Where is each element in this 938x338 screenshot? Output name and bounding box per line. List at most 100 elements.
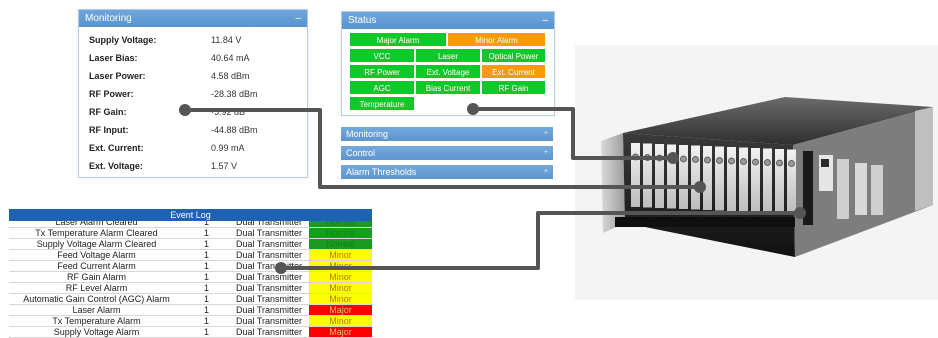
module-connector [680, 155, 687, 163]
event-source: Dual Transmitter [229, 238, 309, 250]
collapse-toggle[interactable]: – [542, 15, 548, 26]
panel-title: Control [346, 148, 376, 158]
alarm-thresholds-collapsed-panel[interactable]: Alarm Thresholds + [341, 165, 553, 179]
event-count: 1 [184, 260, 229, 272]
status-panel-header[interactable]: Status – [342, 12, 554, 29]
module-connector [656, 154, 663, 162]
chassis-module [787, 149, 796, 214]
module-connector [716, 157, 723, 164]
monitoring-label: Laser Bias: [89, 53, 138, 63]
event-severity: Major [309, 326, 372, 338]
module-connector [764, 159, 771, 166]
monitoring-value: -44.88 dBm [211, 125, 258, 135]
monitoring-collapsed-panel[interactable]: Monitoring + [341, 127, 553, 141]
status-panel: Status – Major Alarm Minor Alarm VCC Las… [341, 11, 555, 116]
event-source: Dual Transmitter [229, 282, 309, 294]
chassis-module [727, 147, 736, 211]
event-source: Dual Transmitter [229, 227, 309, 239]
monitoring-panel: Monitoring – Supply Voltage: 11.84 V Las… [78, 9, 308, 178]
chassis-module [643, 143, 652, 208]
event-name: Laser Alarm Cleared [9, 217, 184, 228]
chassis-module [691, 145, 700, 210]
monitoring-label: Supply Voltage: [89, 35, 157, 45]
collapse-toggle[interactable]: – [295, 13, 301, 24]
chassis-module [703, 146, 712, 210]
module-connector [632, 153, 639, 161]
status-cell-minor-alarm: Minor Alarm [447, 32, 546, 47]
monitoring-panel-header[interactable]: Monitoring – [79, 10, 307, 27]
control-collapsed-panel[interactable]: Control + [341, 146, 553, 160]
module-connector [704, 156, 711, 164]
expand-toggle[interactable]: + [543, 149, 548, 156]
module-connector [668, 155, 675, 162]
chassis-module [775, 149, 784, 213]
monitoring-value: 4.58 dBm [211, 71, 250, 81]
event-name: Supply Voltage Alarm [9, 326, 184, 338]
monitoring-title: Monitoring [85, 13, 132, 24]
monitoring-label: RF Gain: [89, 107, 127, 117]
event-count: 1 [184, 293, 229, 305]
module-connector [740, 158, 747, 165]
monitoring-value: 40.64 mA [211, 53, 250, 63]
chassis-module [751, 148, 760, 212]
event-severity: Minor [309, 260, 372, 272]
status-cell-ext-current: Ext. Current [481, 64, 546, 79]
status-cell-optical-power: Optical Power [481, 48, 546, 63]
event-severity: Major [309, 304, 372, 316]
event-name: Tx Temperature Alarm Cleared [9, 227, 184, 239]
status-cell-vcc: VCC [349, 48, 415, 63]
expand-toggle[interactable]: + [543, 168, 548, 175]
chassis-module [715, 146, 724, 211]
module-connector [728, 157, 735, 165]
event-log-header: Event Log [9, 209, 372, 221]
event-severity: Normal [309, 238, 372, 250]
status-cell-temperature: Temperature [349, 96, 415, 111]
monitoring-label: Ext. Current: [89, 143, 144, 153]
monitoring-label: RF Input: [89, 125, 129, 135]
event-severity: Minor [309, 293, 372, 305]
event-count: 1 [184, 217, 229, 228]
panel-title: Monitoring [346, 129, 389, 139]
event-source: Dual Transmitter [229, 293, 309, 305]
expand-toggle[interactable]: + [543, 130, 548, 137]
status-cell-bias-current: Bias Current [415, 80, 481, 95]
module-connector [788, 160, 795, 167]
event-name: Laser Alarm [9, 304, 184, 316]
event-count: 1 [184, 315, 229, 327]
event-source: Dual Transmitter [229, 271, 309, 283]
status-cell-major-alarm: Major Alarm [349, 32, 447, 47]
chassis-module [679, 145, 688, 209]
event-name: RF Gain Alarm [9, 271, 184, 283]
event-count: 1 [184, 249, 229, 261]
chassis-module [739, 147, 748, 212]
event-severity: Minor [309, 315, 372, 327]
event-count: 1 [184, 326, 229, 338]
module-connector [752, 158, 759, 166]
event-name: Automatic Gain Control (AGC) Alarm [9, 293, 184, 305]
monitoring-value: 11.84 V [211, 35, 242, 45]
monitoring-label: Ext. Voltage: [89, 161, 143, 171]
event-severity: Normal [309, 227, 372, 239]
event-source: Dual Transmitter [229, 315, 309, 327]
event-source: Dual Transmitter [229, 304, 309, 316]
event-log-title: Event Log [170, 210, 211, 220]
event-name: Feed Current Alarm [9, 260, 184, 272]
event-source: Dual Transmitter [229, 217, 309, 228]
event-source: Dual Transmitter [229, 326, 309, 338]
status-cell-ext-voltage: Ext. Voltage [415, 64, 481, 79]
event-count: 1 [184, 304, 229, 316]
event-severity: Minor [309, 249, 372, 261]
event-name: Supply Voltage Alarm Cleared [9, 238, 184, 250]
monitoring-label: Laser Power: [89, 71, 146, 81]
chassis-module [763, 148, 772, 213]
event-count: 1 [184, 238, 229, 250]
